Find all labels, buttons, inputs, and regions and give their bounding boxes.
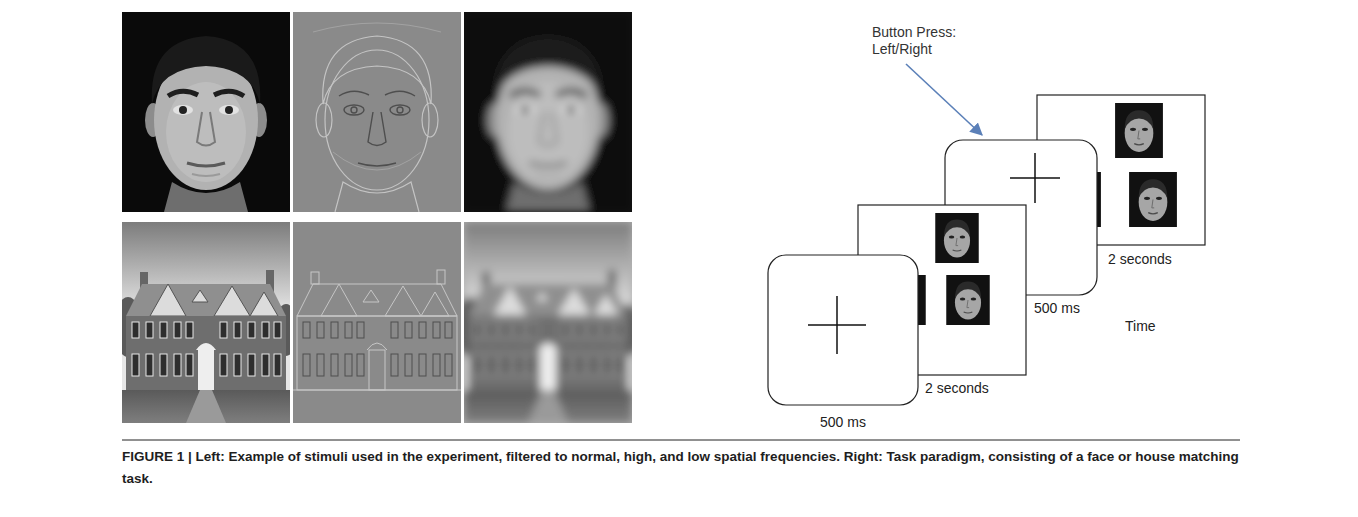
house-low-sf-image: [456, 222, 640, 423]
caption-rule: [122, 440, 1240, 441]
face-normal-image: [122, 12, 290, 212]
fixation-screen: [768, 255, 918, 405]
axis-label: Time: [1125, 318, 1185, 335]
duration-label: 2 seconds: [925, 380, 1015, 397]
figure-caption: FIGURE 1 | Left: Example of stimuli used…: [122, 446, 1242, 490]
house-normal-image: [114, 222, 298, 423]
duration-label: 500 ms: [807, 414, 879, 431]
fixation-cross: [808, 296, 866, 354]
face-low-sf-image: [464, 12, 632, 212]
house-high-sf-image: [293, 222, 461, 423]
face-thumbnail: [935, 213, 978, 263]
fixation-cross: [1010, 153, 1060, 203]
task-screens: [768, 64, 1205, 405]
duration-label: 2 seconds: [1108, 251, 1198, 268]
face-thumbnail: [946, 275, 989, 325]
stimulus-images: [114, 12, 640, 423]
face-thumbnail: [1129, 172, 1177, 227]
annotation-label: Button Press: Left/Right: [872, 24, 984, 58]
button-press-arrow: [906, 64, 982, 135]
face-high-sf-image: [293, 12, 461, 212]
duration-label: 500 ms: [1034, 300, 1114, 317]
face-thumbnail: [1115, 103, 1163, 158]
